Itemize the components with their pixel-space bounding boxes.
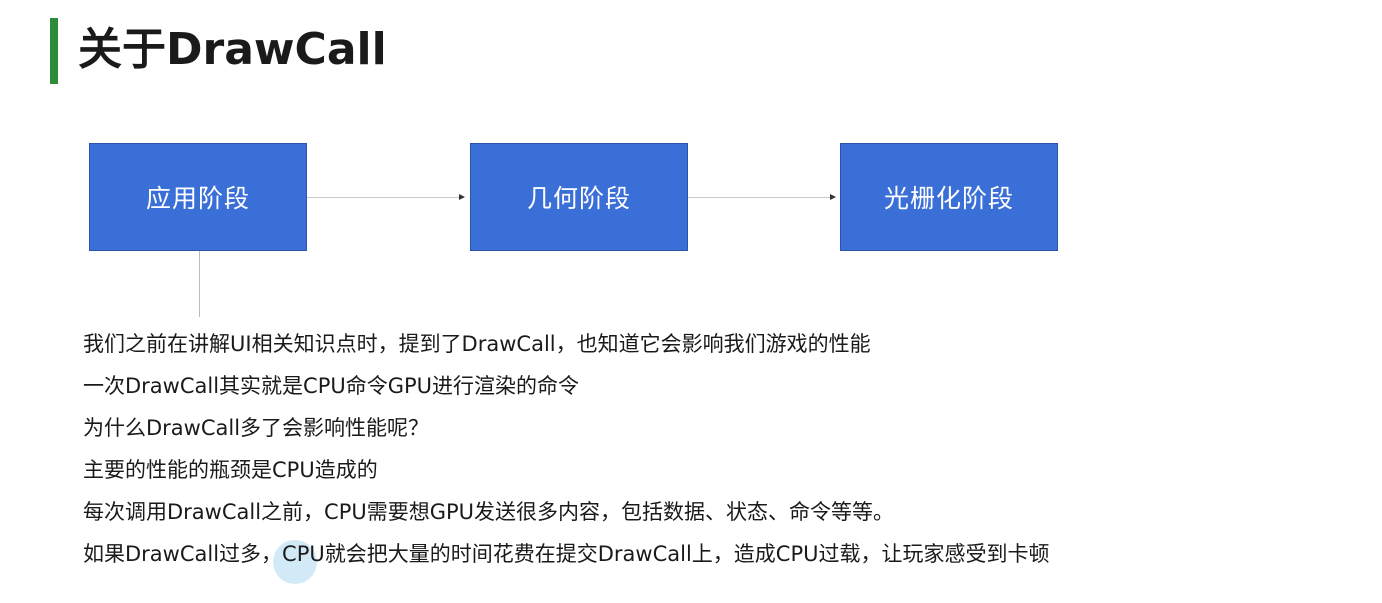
stage-box-application: 应用阶段 <box>89 143 307 251</box>
explanation-text: 我们之前在讲解UI相关知识点时，提到了DrawCall，也知道它会影响我们游戏的… <box>83 323 1050 575</box>
title-accent-bar <box>50 18 58 84</box>
arrow-application-to-geometry <box>307 194 465 200</box>
stage-label: 光栅化阶段 <box>883 184 1014 213</box>
paragraph-line: 每次调用DrawCall之前，CPU需要想GPU发送很多内容，包括数据、状态、命… <box>83 500 895 524</box>
paragraph-line: 主要的性能的瓶颈是CPU造成的 <box>83 458 378 482</box>
paragraph-line: 为什么DrawCall多了会影响性能呢？ <box>83 416 430 440</box>
paragraph-line: 一次DrawCall其实就是CPU命令GPU进行渲染的命令 <box>83 374 580 398</box>
stage-label: 几何阶段 <box>526 184 631 213</box>
stage-box-rasterization: 光栅化阶段 <box>840 143 1058 251</box>
paragraph-line: 我们之前在讲解UI相关知识点时，提到了DrawCall，也知道它会影响我们游戏的… <box>83 332 871 356</box>
connector-line <box>199 251 200 317</box>
arrow-geometry-to-rasterization <box>688 194 836 200</box>
cursor-highlight <box>273 540 317 584</box>
paragraph-line: 如果DrawCall过多，CPU就会把大量的时间花费在提交DrawCall上，造… <box>83 542 1050 566</box>
page-title: 关于DrawCall <box>78 24 387 75</box>
stage-label: 应用阶段 <box>145 184 250 213</box>
stage-box-geometry: 几何阶段 <box>470 143 688 251</box>
